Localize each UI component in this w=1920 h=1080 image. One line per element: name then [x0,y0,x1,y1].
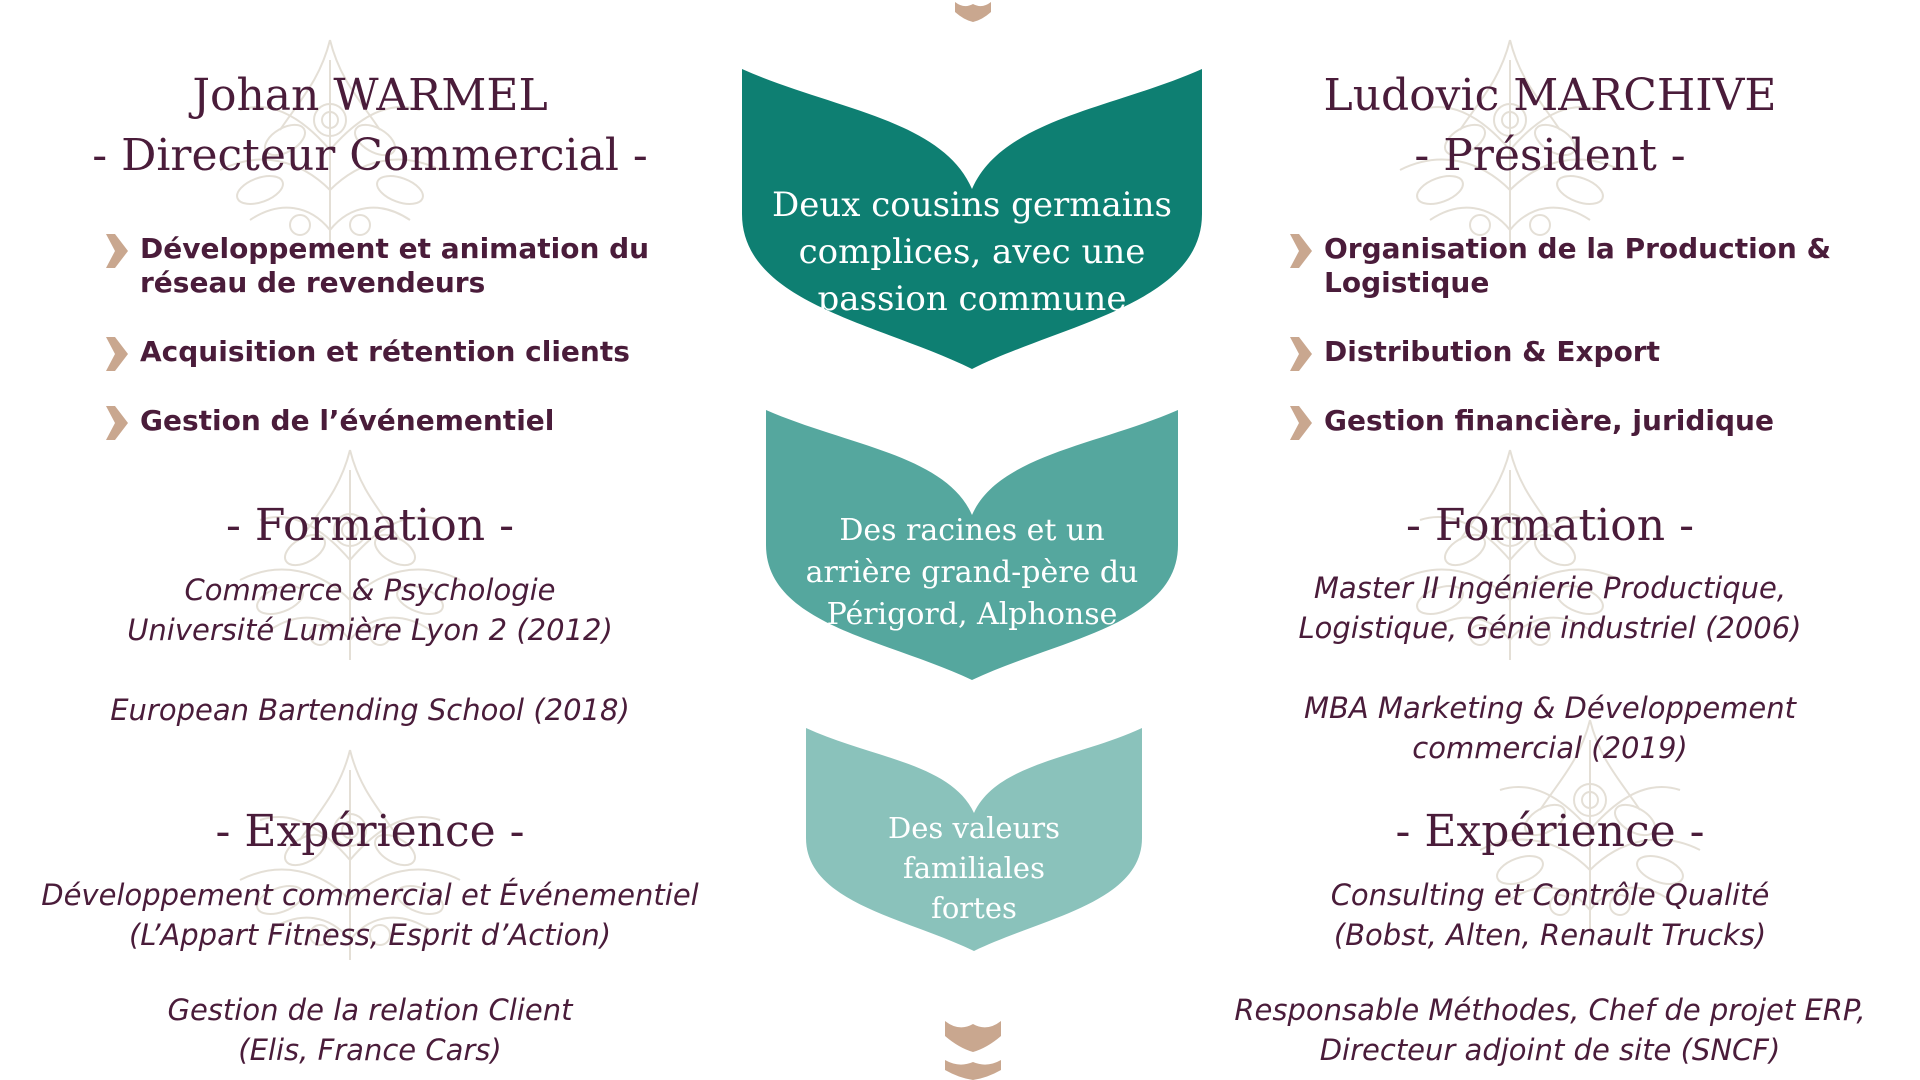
leaf-shape-icon [742,69,1202,369]
leaf-chevron-icon [955,2,991,22]
formation-title: - Formation - [1406,500,1694,551]
experience-line: (Elis, France Cars) [238,1033,502,1067]
chevron-right-icon [1290,234,1312,268]
leaf-chevron-icon [945,1060,1001,1080]
formation-item: MBA Marketing & Développement commercial… [1180,688,1920,768]
experience-line: (Bobst, Alten, Renault Trucks) [1333,918,1767,952]
duty-item: Gestion de l’événementiel [106,404,554,440]
formation-line: commercial (2019) [1412,731,1688,765]
leaf-shape-icon [806,728,1142,951]
experience-line: Gestion de la relation Client [167,993,573,1027]
experience-line: Responsable Méthodes, Chef de projet ERP… [1234,993,1866,1027]
center-values: Deux cousins germains complices, avec un… [700,0,1300,1080]
leaf-text-line: arrière grand-père du [805,555,1139,590]
formation-item: Master II Ingénierie Productique, Logist… [1180,568,1920,648]
duty-item: Distribution & Export [1290,335,1660,371]
person-role: - Directeur Commercial - [92,130,648,181]
duty-text: réseau de revendeurs [140,266,486,299]
duty-text: Gestion financière, juridique [1324,404,1774,437]
value-leaf: Deux cousins germains complices, avec un… [742,64,1202,374]
formation-title: - Formation - [226,500,514,551]
chevron-right-icon [1290,406,1312,440]
leaf-text-line: Deux cousins germains [771,185,1172,225]
duty-text: Logistique [1324,266,1490,299]
chevron-right-icon [1290,337,1312,371]
experience-line: Développement commercial et Événementiel [41,878,699,912]
experience-item: Responsable Méthodes, Chef de projet ERP… [1180,990,1920,1070]
leaf-text-line: Des racines et un [839,513,1105,548]
person-name: Johan WARMEL [192,70,548,121]
experience-line: (L’Appart Fitness, Esprit d’Action) [128,918,612,952]
leaf-shape-icon [766,410,1178,680]
formation-item: Commerce & Psychologie Université Lumièr… [0,570,740,650]
duty-text: Acquisition et rétention clients [140,335,630,368]
leaf-text-line: complices, avec une [798,232,1146,272]
leaf-text-line: familiales [903,851,1045,885]
formation-line: MBA Marketing & Développement [1303,691,1797,725]
value-leaf: Des valeurs familiales fortes [806,723,1142,953]
formation-item: European Bartending School (2018) [0,690,740,730]
leaf-text-line: Périgord, Alphonse [826,597,1118,632]
experience-item: Développement commercial et Événementiel… [0,875,740,955]
experience-title: - Expérience - [215,806,525,857]
leaf-text-line: passion commune [817,279,1127,319]
chevron-right-icon [106,234,128,268]
person-role: - Président - [1414,130,1686,181]
chevron-right-icon [106,406,128,440]
formation-line: Master II Ingénierie Productique, [1313,571,1787,605]
experience-item: Consulting et Contrôle Qualité (Bobst, A… [1180,875,1920,955]
person-name: Ludovic MARCHIVE [1323,70,1777,121]
experience-line: Consulting et Contrôle Qualité [1330,878,1770,912]
duty-text: Développement et animation du [140,232,650,265]
experience-title: - Expérience - [1395,806,1705,857]
leaf-text-line: fortes [931,891,1017,925]
duty-item: Gestion financière, juridique [1290,404,1774,440]
duty-text: Distribution & Export [1324,335,1660,368]
formation-line: Université Lumière Lyon 2 (2012) [127,613,613,647]
duty-text: Organisation de la Production & [1324,232,1832,265]
formation-line: Commerce & Psychologie [184,573,556,607]
duty-item: Organisation de la Production & Logistiq… [1290,232,1831,300]
duty-item: Développement et animation du réseau de … [106,232,649,300]
duty-text: Gestion de l’événementiel [140,404,555,437]
chevron-right-icon [106,337,128,371]
leaf-text-line: Des valeurs [887,811,1061,845]
duty-item: Acquisition et rétention clients [106,335,630,371]
experience-item: Gestion de la relation Client (Elis, Fra… [0,990,740,1070]
formation-line: European Bartending School (2018) [110,693,630,727]
value-leaf: Des racines et un arrière grand-père du … [766,405,1178,685]
leaf-chevron-icon [945,1021,1001,1052]
experience-line: Directeur adjoint de site (SNCF) [1319,1033,1781,1067]
formation-line: Logistique, Génie industriel (2006) [1298,611,1802,645]
